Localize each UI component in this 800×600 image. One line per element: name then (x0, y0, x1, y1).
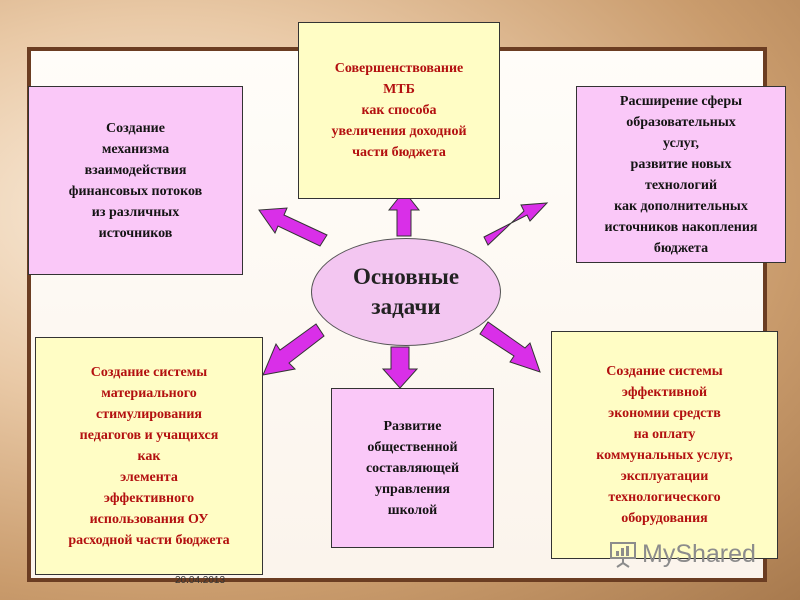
task-text: Создание механизма взаимодействия финанс… (68, 120, 203, 241)
task-box-incentives: Создание системы материального стимулиро… (35, 337, 263, 575)
slide-date: 20.04.2013 (175, 575, 226, 586)
watermark-text: MyShared (642, 539, 756, 568)
center-ellipse: Основные задачи (311, 238, 501, 346)
arrow-up-left (258, 207, 328, 247)
task-text: Расширение сферы образовательных услуг, … (604, 93, 758, 256)
presentation-board-icon (610, 542, 636, 568)
task-text: Развитие общественной составляющей управ… (365, 418, 460, 518)
task-box-utility-savings: Создание системы эффективной экономии ср… (551, 331, 778, 559)
watermark-logo: MyShared (608, 536, 768, 572)
arrow-up-right (483, 202, 549, 246)
center-title: Основные задачи (352, 264, 460, 319)
task-box-educational-services: Расширение сферы образовательных услуг, … (576, 86, 786, 263)
task-box-financial-flows: Создание механизма взаимодействия финанс… (28, 86, 243, 275)
task-text: Совершенствование МТБ как способа увелич… (331, 61, 467, 160)
task-box-public-governance: Развитие общественной составляющей управ… (331, 388, 494, 548)
task-box-mtb: Совершенствование МТБ как способа увелич… (298, 22, 500, 199)
task-text: Создание системы материального стимулиро… (68, 364, 230, 548)
arrow-down-left (262, 323, 325, 376)
task-text: Создание системы эффективной экономии ср… (596, 364, 733, 526)
arrow-down (381, 346, 419, 389)
arrow-down-right (479, 321, 541, 373)
arrow-up (387, 190, 421, 237)
